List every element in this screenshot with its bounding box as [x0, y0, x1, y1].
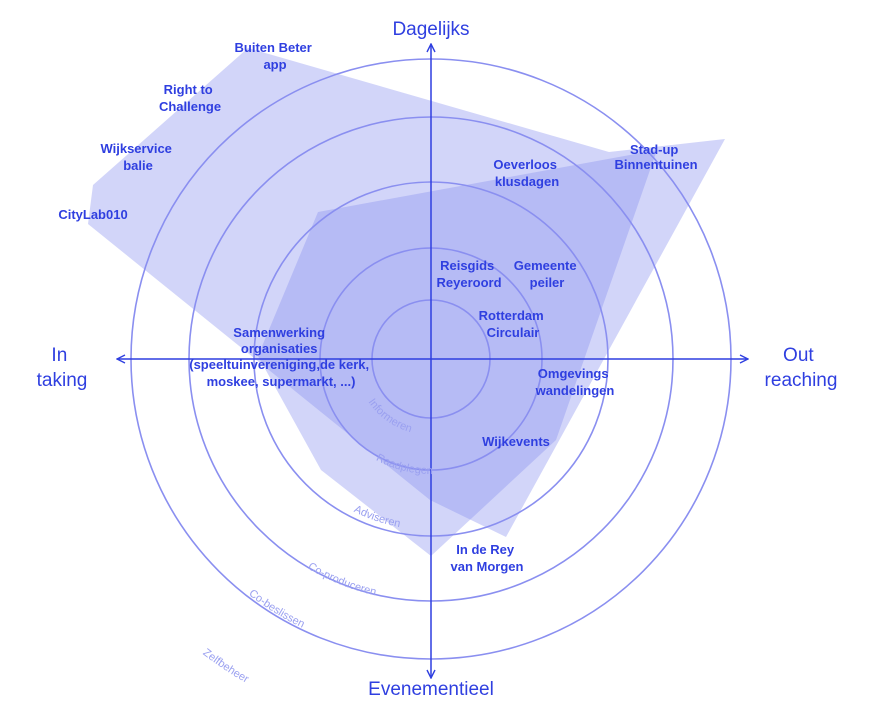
axis-title-bottom: Evenementieel: [368, 679, 494, 700]
item-right-to-challenge: Right to Challenge: [159, 82, 221, 114]
participation-items: Buiten Beter app Right to Challenge Wijk…: [58, 40, 697, 574]
item-wijkevents: Wijkevents: [482, 434, 550, 449]
axis-title-right-line-2: reaching: [765, 370, 838, 391]
axis-title-top: Dagelijks: [392, 19, 469, 40]
item-wijkservice-balie: Wijkservice balie: [100, 141, 175, 173]
axes: [117, 44, 748, 678]
item-citylab010: CityLab010: [58, 207, 127, 222]
ring-label-co-beslissen: Co-beslissen: [247, 587, 307, 630]
item-samenwerking-organisaties: Samenwerking organisaties (speeltuinvere…: [189, 325, 373, 389]
item-stad-up-binnentuinen: Stad-up Binnentuinen: [614, 142, 697, 172]
axis-title-left-line-1: In: [51, 345, 67, 366]
item-omgevings-wandelingen: Omgevings wandelingen: [535, 366, 615, 398]
ring-label-co-produceren: Co-produceren: [306, 560, 378, 598]
item-gemeente-peiler: Gemeente peiler: [514, 258, 581, 290]
axis-title-right-line-1: Out: [783, 345, 814, 366]
item-buiten-beter-app: Buiten Beter app: [235, 40, 316, 72]
item-reisgids-reyeroord: Reisgids Reyeroord: [436, 258, 501, 290]
item-in-de-rey-van-morgen: In de Rey van Morgen: [451, 542, 524, 574]
item-rotterdam-circulair: Rotterdam Circulair: [479, 308, 548, 340]
axis-title-right: Out reaching: [765, 345, 838, 391]
axis-title-left-line-2: taking: [37, 370, 88, 391]
inner-coverage-polygon: [258, 150, 657, 556]
axis-title-left: In taking: [37, 345, 88, 391]
ring-label-zelfbeheer: Zelfbeheer: [201, 647, 251, 686]
item-oeverloos-klusdagen: Oeverloos klusdagen: [493, 157, 560, 189]
outer-coverage-polygon: [88, 48, 725, 537]
